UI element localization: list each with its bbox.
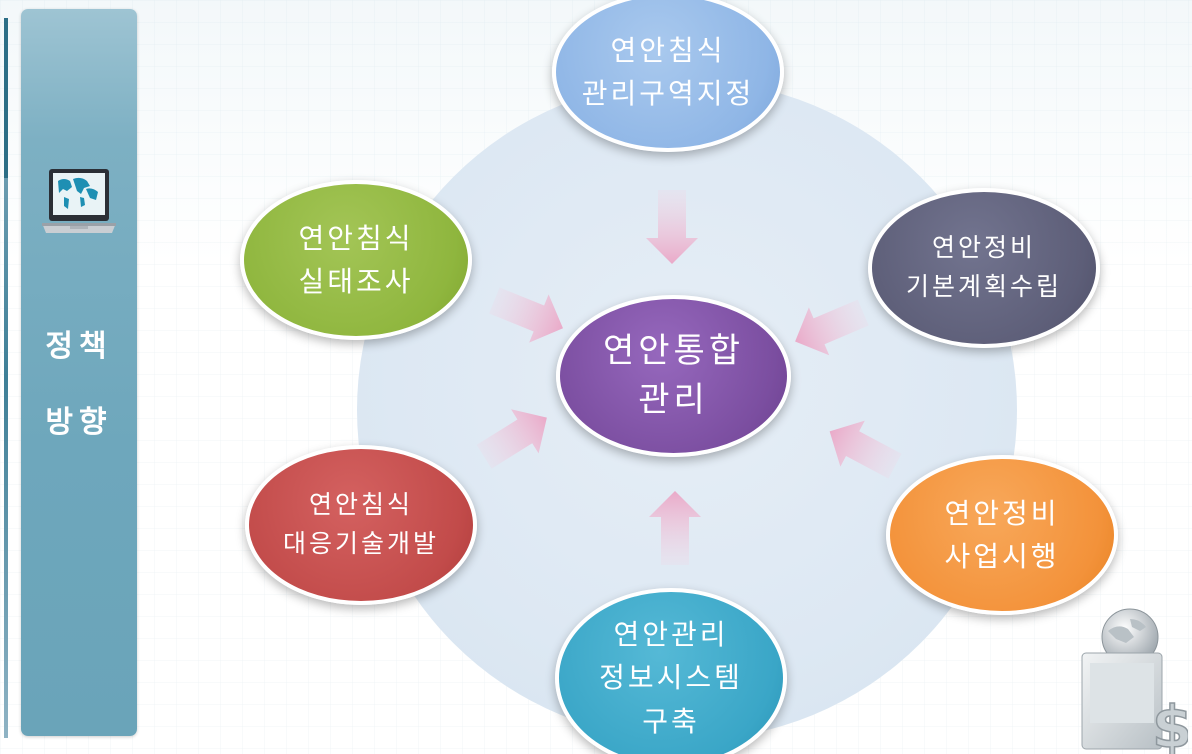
node-left-lower-line2: 대응기술개발: [282, 529, 439, 558]
arrow-from-bottom: [649, 491, 701, 565]
node-left-upper-line2: 실태조사: [298, 265, 414, 298]
arrow-from-right-lower: [829, 420, 902, 479]
node-right-lower-line1: 연안정비: [944, 496, 1060, 530]
node-right-upper-line1: 연안정비: [931, 233, 1036, 263]
node-bottom-line1: 연안관리: [613, 617, 729, 651]
arrow-from-top: [646, 190, 698, 264]
node-right-lower-line2: 사업시행: [944, 540, 1060, 573]
laptop-world-map-icon: [42, 169, 116, 233]
arrow-from-right-upper: [795, 299, 869, 356]
node-top: 연안침식 관리구역지정: [552, 0, 784, 152]
node-right-upper: 연안정비 기본계획수립: [868, 188, 1100, 348]
arrow-from-left-upper: [489, 287, 563, 343]
center-node: 연안통합 관리: [556, 295, 791, 457]
node-left-upper: 연안침식 실태조사: [240, 180, 472, 340]
computer-globe-dollar-icon: $: [1081, 608, 1188, 754]
node-bottom-line3: 구축: [642, 704, 700, 738]
node-right-lower: 연안정비 사업시행: [886, 455, 1118, 615]
sidebar-title-line2: 방향: [45, 405, 113, 440]
node-top-line2: 관리구역지정: [581, 77, 755, 110]
node-right-upper-line2: 기본계획수립: [905, 272, 1062, 301]
center-node-line1: 연안통합: [602, 330, 745, 371]
node-left-lower-line1: 연안침식: [308, 490, 413, 520]
node-left-lower: 연안침식 대응기술개발: [245, 445, 477, 605]
node-bottom: 연안관리 정보시스템 구축: [555, 588, 787, 754]
node-bottom-line2: 정보시스템: [599, 661, 743, 695]
left-accent-line-top: [4, 18, 8, 178]
left-accent-line: [4, 18, 8, 738]
center-node-line2: 관리: [638, 380, 709, 420]
sidebar-panel: 정책 방향: [21, 9, 137, 736]
sidebar-title-line1: 정책: [45, 329, 113, 364]
svg-text:$: $: [1152, 693, 1188, 754]
node-top-line1: 연안침식: [610, 33, 726, 67]
node-left-upper-line1: 연안침식: [298, 221, 414, 255]
arrow-from-left-lower: [476, 409, 547, 469]
